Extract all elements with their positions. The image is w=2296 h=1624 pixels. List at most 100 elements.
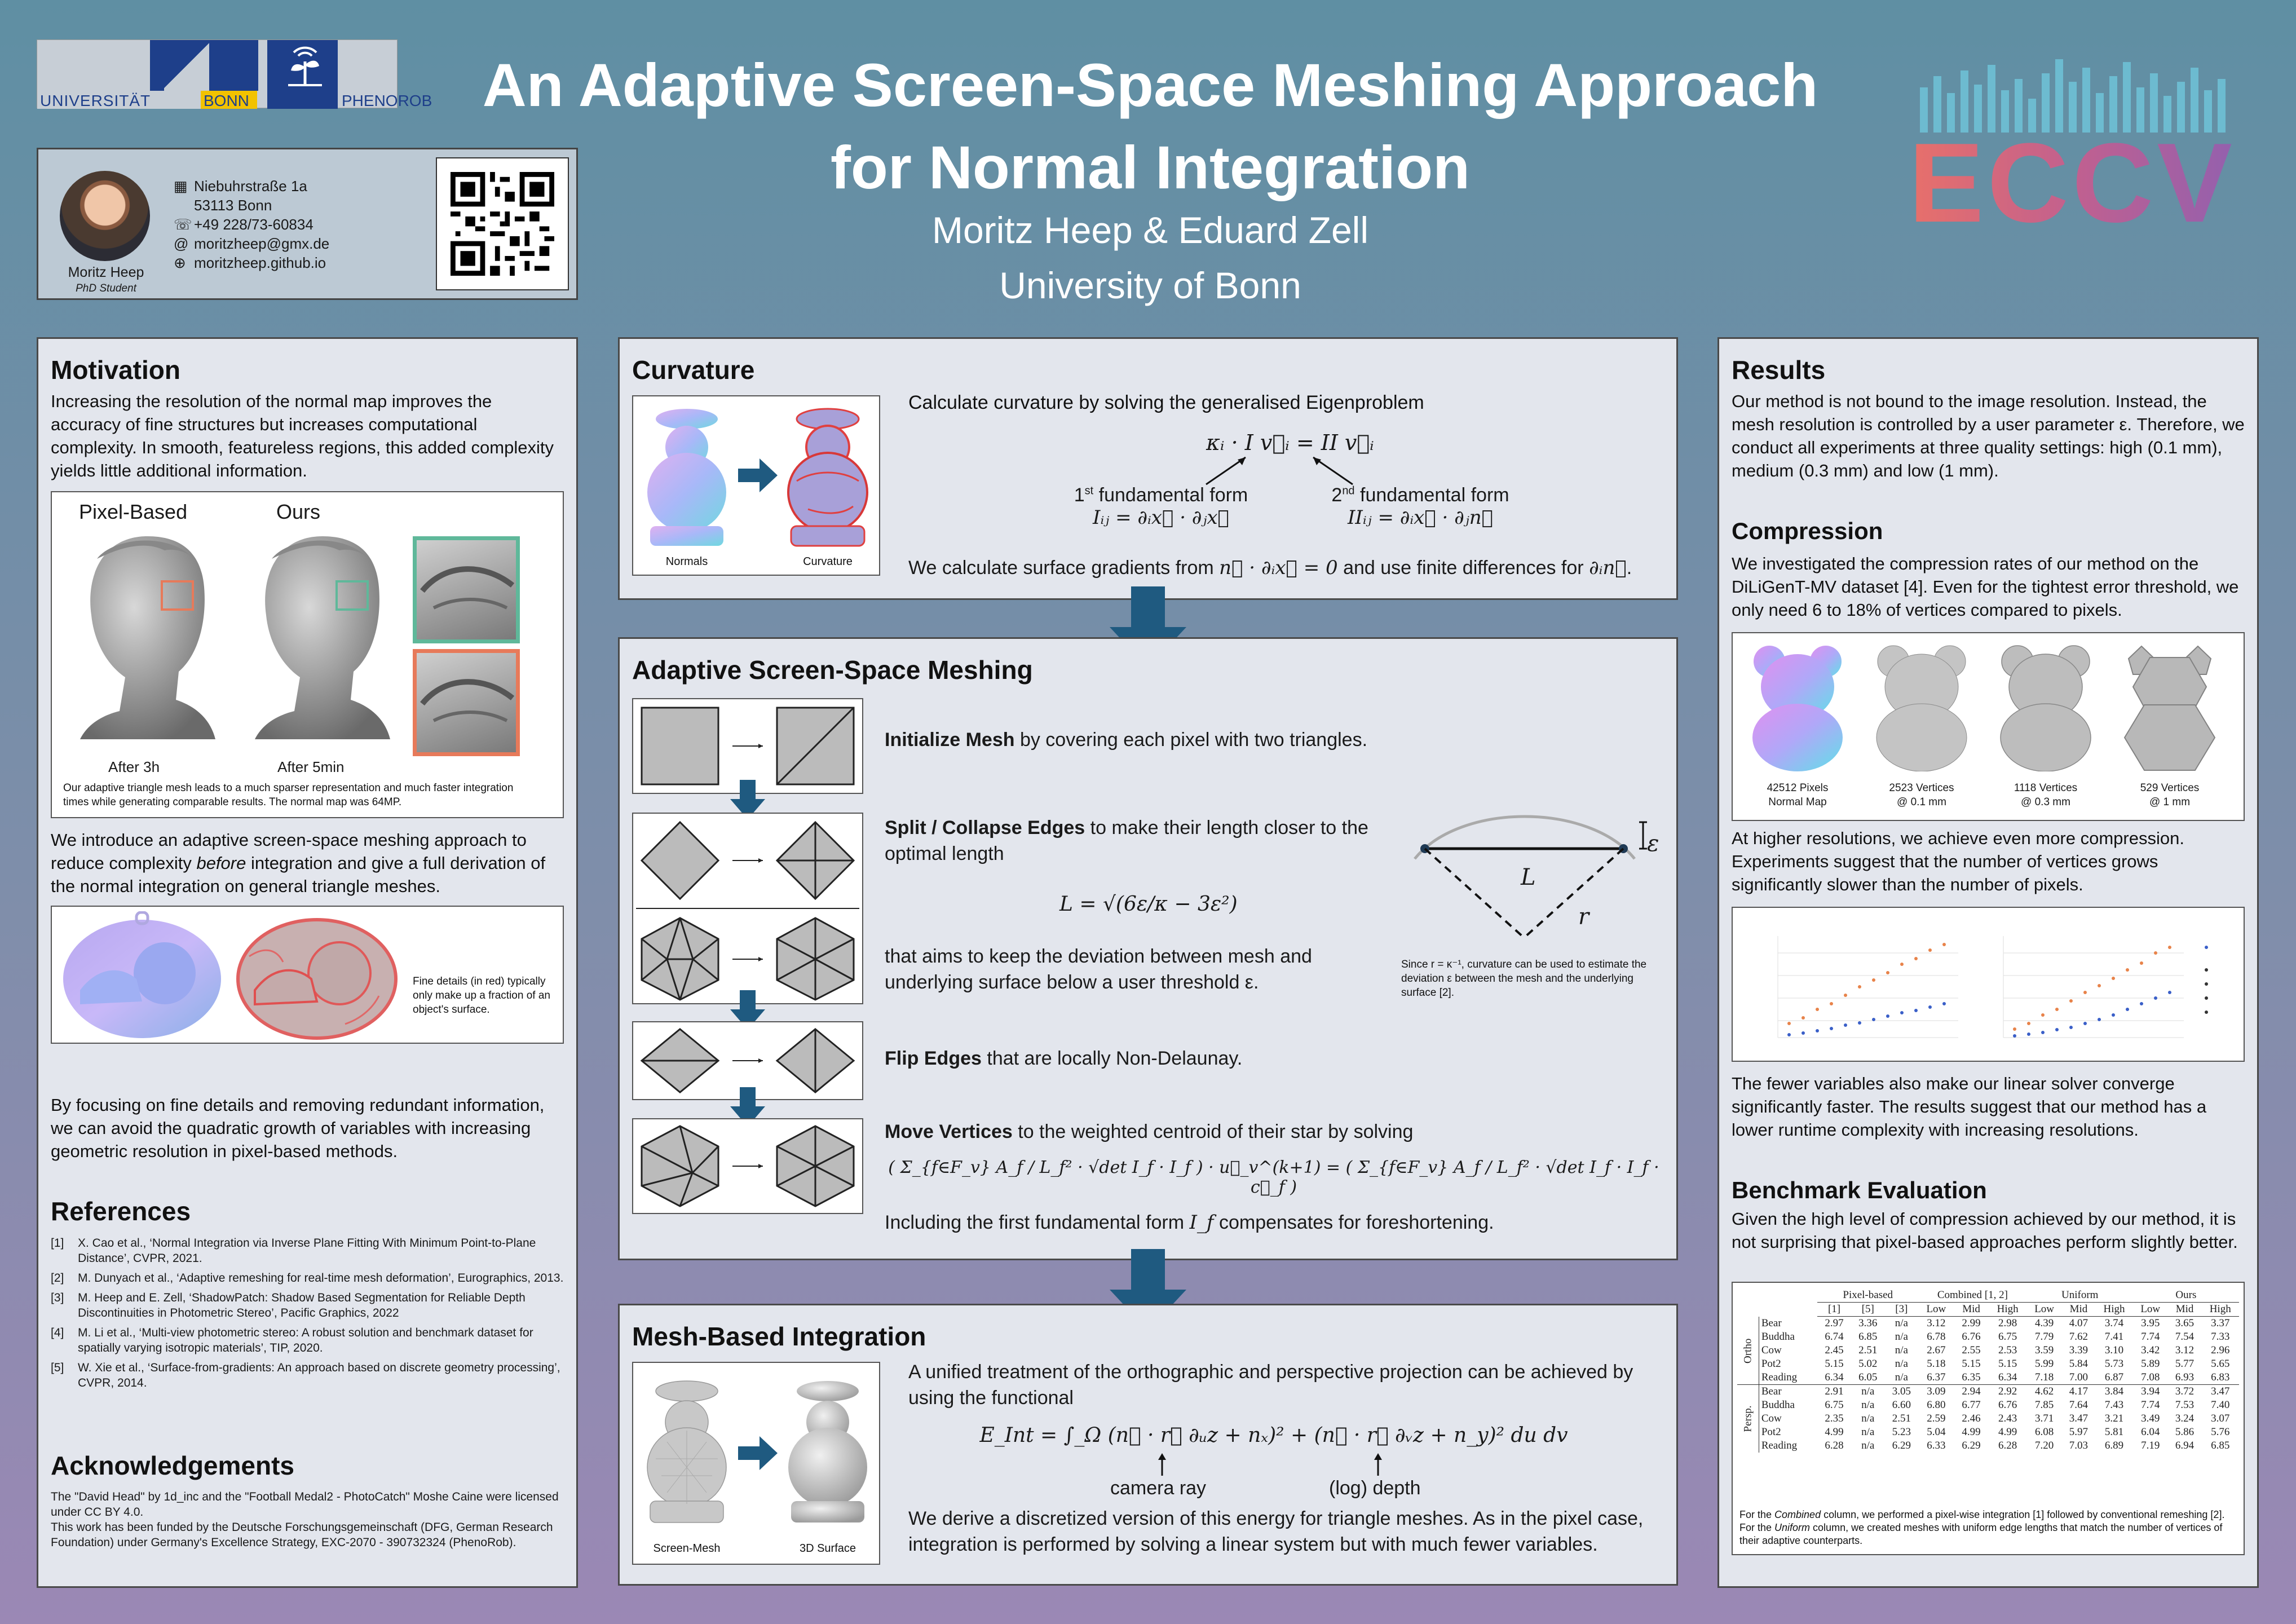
- table-cell: 6.89: [2104, 1440, 2124, 1451]
- table-cell: 6.28: [1998, 1440, 2017, 1451]
- table-cell: 5.02: [1858, 1358, 1878, 1370]
- table-cell: 5.77: [2175, 1358, 2195, 1370]
- flip-edges-icon: [640, 1028, 855, 1093]
- motivation-p2: We introduce an adaptive screen-space me…: [51, 830, 546, 896]
- reference-item: [5]W. Xie et al., ‘Surface-from-gradient…: [51, 1360, 564, 1391]
- flip-figure: [632, 1021, 863, 1100]
- bear-mesh-mid: [2000, 645, 2091, 771]
- split-figure: [632, 813, 863, 1004]
- table-cell: 3.09: [1918, 1384, 1954, 1398]
- sub-header: High: [2201, 1302, 2239, 1317]
- email-icon: @: [174, 235, 189, 252]
- buddha-curvature: [787, 408, 868, 547]
- scaling-plots-chart: [1777, 936, 2208, 1038]
- label-3d-surface: 3D Surface: [799, 1542, 856, 1555]
- university-logo: UNIVERSITÄT BONN PHENOROB: [37, 39, 432, 109]
- table-cell: 6.74: [1825, 1331, 1844, 1343]
- table-cell: 5.65: [2211, 1358, 2230, 1370]
- table-cell: 2.97: [1825, 1317, 1844, 1329]
- up-arrow-icon: [1374, 1453, 1382, 1476]
- buddha-3d-surface: [788, 1381, 867, 1522]
- buddha-mesh-figure: Screen-Mesh 3D Surface: [632, 1362, 880, 1565]
- init-mesh-icon: [641, 707, 855, 785]
- bear-label-line2: @ 0.3 mm: [2021, 796, 2070, 808]
- meshing-title: Adaptive Screen-Space Meshing: [632, 655, 1033, 685]
- table-cell: 2.45: [1825, 1344, 1844, 1356]
- table-cell: 6.87: [2104, 1371, 2124, 1383]
- sub-header: Mid: [1954, 1302, 1989, 1317]
- contact-web[interactable]: moritzheep.github.io: [194, 254, 326, 271]
- references-list: [1]X. Cao et al., ‘Normal Integration vi…: [51, 1235, 564, 1395]
- table-cell: n/a: [1895, 1317, 1908, 1329]
- table-cell: 6.75: [1998, 1331, 2017, 1343]
- table-cell: 7.08: [2141, 1371, 2160, 1383]
- left-panel: Motivation Increasing the resolution of …: [37, 337, 578, 1588]
- reference-item: [1]X. Cao et al., ‘Normal Integration vi…: [51, 1235, 564, 1266]
- table-cell: n/a: [1861, 1399, 1875, 1411]
- table-cell: 6.08: [2035, 1426, 2054, 1438]
- curvature-panel: Curvature Normals Curvature Calculate cu…: [618, 337, 1678, 600]
- table-cell: 7.74: [2141, 1331, 2160, 1343]
- results-title: Results: [1732, 355, 1826, 385]
- table-cell: 7.40: [2211, 1399, 2230, 1411]
- diagram-caption: Since r = κ⁻¹, curvature can be used to …: [1401, 959, 1647, 999]
- step-arrow-icon: [730, 780, 765, 819]
- phone-icon: ☏: [174, 216, 192, 233]
- sub-header: Low: [2026, 1302, 2062, 1317]
- step-arrow-icon: [730, 990, 765, 1030]
- table-cell: 3.72: [2167, 1384, 2202, 1398]
- buddha-normals: [647, 409, 726, 546]
- title-line-1: An Adaptive Screen-Space Meshing Approac…: [482, 51, 1818, 119]
- table-cell: 7.85: [2035, 1399, 2054, 1411]
- reference-text: W. Xie et al., ‘Surface-from-gradients: …: [78, 1361, 560, 1389]
- table-cell: 2.91: [1817, 1384, 1851, 1398]
- contact-phone[interactable]: +49 228/73-60834: [194, 216, 314, 233]
- zoom-green: [413, 536, 520, 643]
- table-cell: 5.15: [1825, 1358, 1844, 1370]
- table-cell: 6.35: [1962, 1371, 1981, 1383]
- table-cell: 5.97: [2069, 1426, 2089, 1438]
- sub-header: Low: [2132, 1302, 2168, 1317]
- table-cell: 6.85: [1858, 1331, 1878, 1343]
- curvature-intro: Calculate curvature by solving the gener…: [908, 392, 1424, 413]
- table-cell: n/a: [1851, 1384, 1885, 1398]
- reference-text: M. Heep and E. Zell, ‘ShadowPatch: Shado…: [78, 1291, 526, 1320]
- table-cell: 5.76: [2211, 1426, 2230, 1438]
- table-cell: 4.99: [1998, 1426, 2017, 1438]
- sub-header: Mid: [2167, 1302, 2202, 1317]
- table-cell: 3.21: [2104, 1413, 2124, 1424]
- reference-item: [2]M. Dunyach et al., ‘Adaptive remeshin…: [51, 1270, 564, 1286]
- annotation-arrows: [1206, 456, 1353, 486]
- sub-header: High: [2095, 1302, 2133, 1317]
- qr-code[interactable]: [436, 157, 569, 290]
- deviation-diagram: [1414, 815, 1647, 939]
- table-cell: 3.47: [2201, 1384, 2239, 1398]
- table-cell: 6.75: [1825, 1399, 1844, 1411]
- table-cell: 4.17: [2061, 1384, 2096, 1398]
- table-cell: 6.37: [1927, 1371, 1946, 1383]
- table-cell: 7.19: [2141, 1440, 2160, 1451]
- table-cell: 2.98: [1998, 1317, 2017, 1329]
- phenorob-logo: [267, 40, 338, 109]
- table-cell: 3.37: [2211, 1317, 2230, 1329]
- reference-text: M. Li et al., ‘Multi-view photometric st…: [78, 1326, 533, 1354]
- object-name: Buddha: [1761, 1331, 1795, 1343]
- bear-label-line1: 1118 Vertices: [2014, 782, 2078, 794]
- uni-logo-text: UNIVERSITÄT: [40, 92, 151, 109]
- contact-email[interactable]: moritzheep@gmx.de: [194, 235, 330, 252]
- table-cell: n/a: [1861, 1413, 1875, 1424]
- object-name: Pot2: [1761, 1358, 1781, 1370]
- table-cell: n/a: [1895, 1344, 1908, 1356]
- table-cell: 2.51: [1892, 1413, 1911, 1424]
- table-cell: 5.99: [2035, 1358, 2054, 1370]
- bear-label-line2: @ 0.1 mm: [1897, 796, 1946, 808]
- affiliation: University of Bonn: [999, 264, 1301, 306]
- flow-arrow-down-icon: [1110, 586, 1186, 668]
- title-line-2: for Normal Integration: [830, 133, 1471, 201]
- table-cell: 5.18: [1927, 1358, 1946, 1370]
- sub-header: Mid: [2061, 1302, 2096, 1317]
